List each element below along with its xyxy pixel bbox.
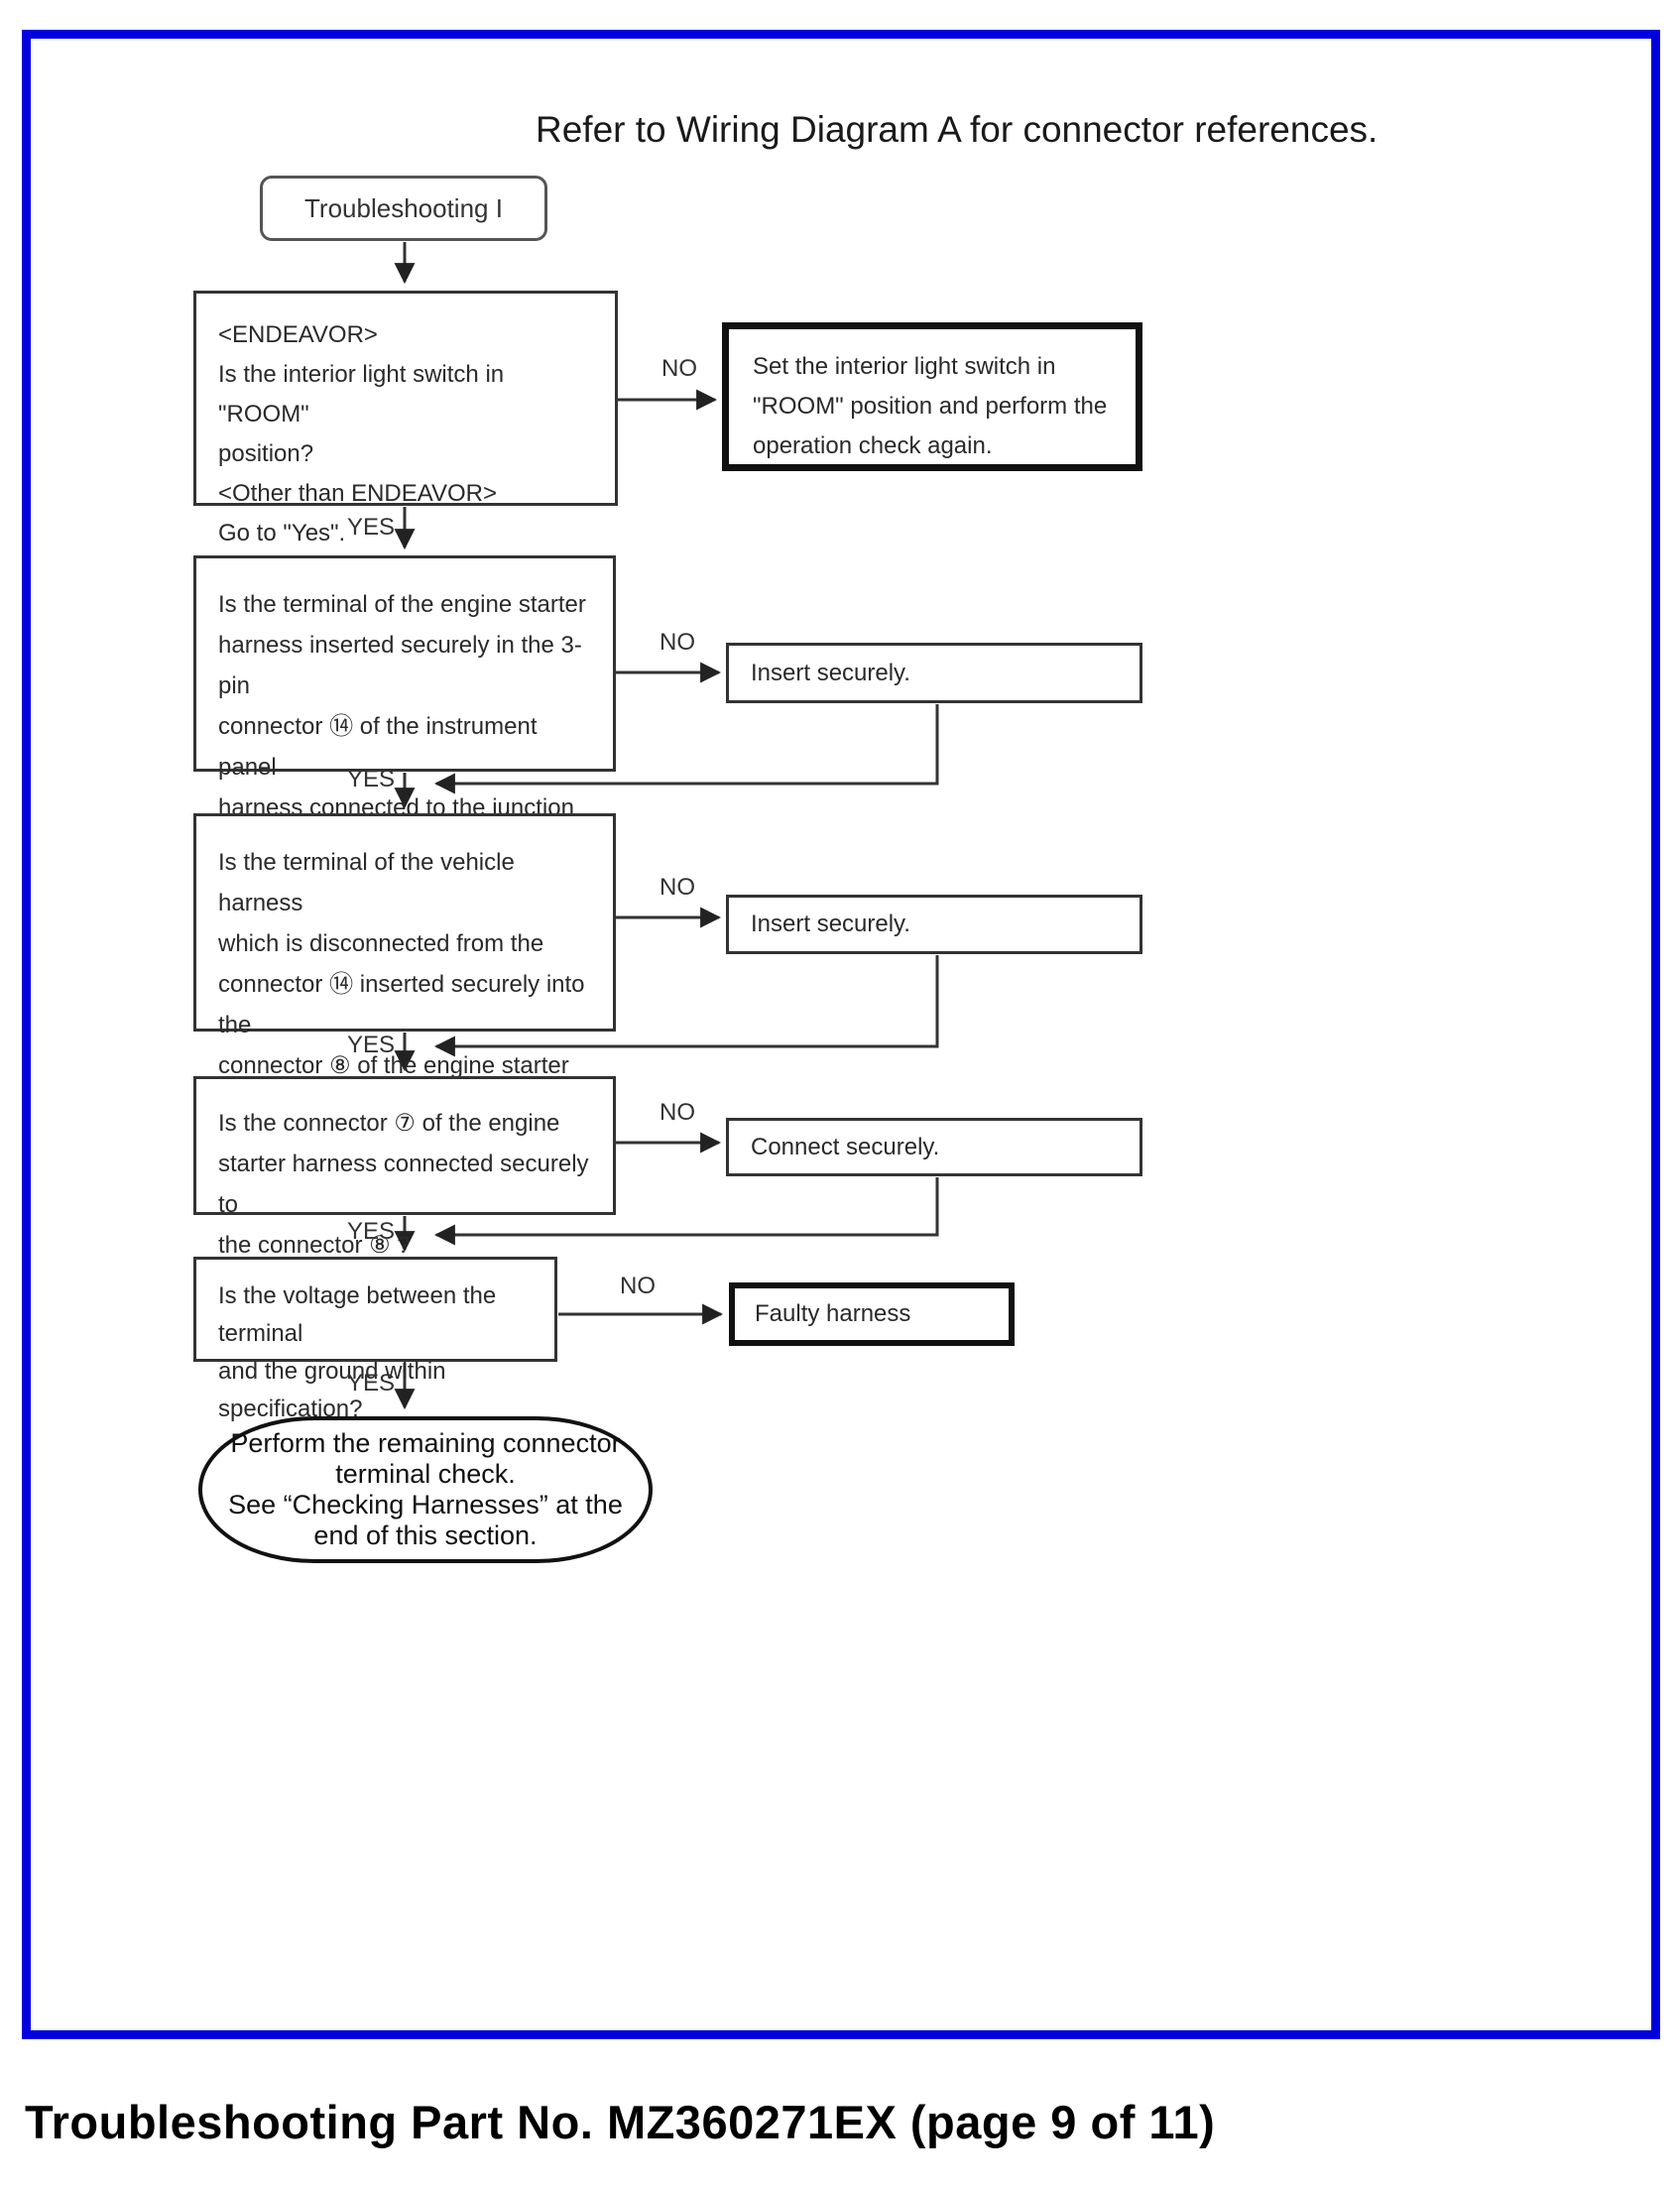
decision-vehicle-harness-terminal: Is the terminal of the vehicle harness w…	[193, 813, 616, 1120]
no-label-4: NO	[660, 1099, 695, 1126]
no-label-1: NO	[661, 355, 697, 382]
yes-label-5: YES	[346, 1370, 395, 1397]
start-node: Troubleshooting I	[260, 176, 547, 241]
action-set-room-position: Set the interior light switch in "ROOM" …	[722, 322, 1142, 471]
no-label-3: NO	[660, 874, 695, 901]
yes-label-3: YES	[346, 1032, 395, 1058]
yes-label-2: YES	[346, 766, 395, 792]
page-caption: Troubleshooting Part No. MZ360271EX (pag…	[25, 2096, 1216, 2148]
decision-starter-harness-terminal: Is the terminal of the engine starter ha…	[193, 555, 616, 862]
diagram-title: Refer to Wiring Diagram A for connector …	[536, 109, 1379, 150]
action-faulty-harness: Faulty harness	[729, 1282, 1015, 1346]
decision-interior-light-switch: <ENDEAVOR> Is the interior light switch …	[193, 291, 618, 547]
action-connect-securely: Connect securely.	[726, 1118, 1142, 1176]
no-label-5: NO	[620, 1273, 656, 1299]
action-insert-securely-1: Insert securely.	[726, 643, 1142, 703]
decision-voltage-within-spec: Is the voltage between the terminal and …	[193, 1257, 557, 1422]
decision-connector-7-connected: Is the connector ⑦ of the engine starter…	[193, 1076, 616, 1259]
yes-label-4: YES	[346, 1218, 395, 1245]
yes-label-1: YES	[346, 514, 395, 541]
no-label-2: NO	[660, 629, 695, 656]
action-insert-securely-2: Insert securely.	[726, 895, 1142, 954]
terminator-remaining-check: Perform the remaining connector terminal…	[198, 1416, 653, 1563]
